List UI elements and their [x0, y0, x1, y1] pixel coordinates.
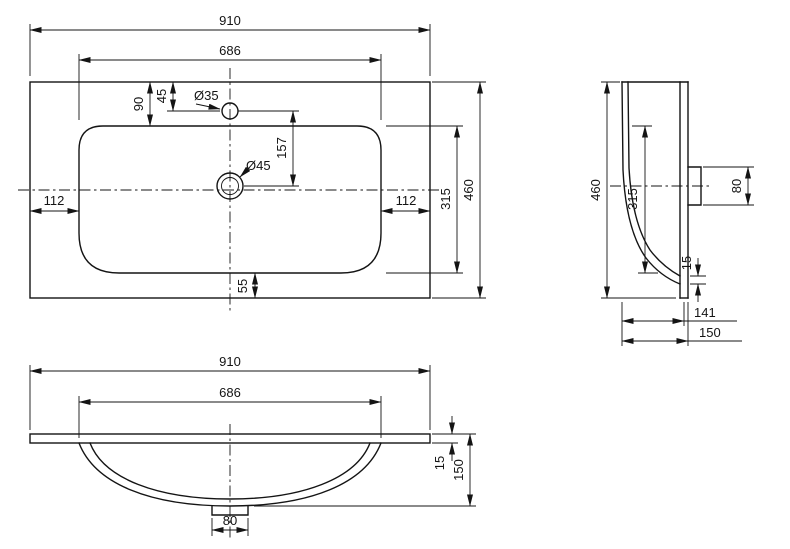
bowl-profile-inner — [627, 81, 681, 277]
faucet-dia-leader — [195, 103, 221, 110]
front-view-dimension-lines — [29, 365, 476, 536]
dim-side-shell-thickness: 15 — [679, 256, 694, 270]
top-view-extension-lines — [29, 24, 486, 299]
dim-side-basin-depth: 315 — [625, 188, 640, 210]
label-faucet-hole-dia: Ø35 — [194, 88, 219, 103]
dim-top-faucet-offset: 45 — [154, 89, 169, 103]
top-view-centerlines — [18, 68, 442, 312]
side-view-extension-lines — [601, 81, 754, 346]
dim-top-width-total: 910 — [219, 13, 241, 28]
dim-front-slab-thickness: 15 — [432, 456, 447, 470]
dim-top-front-offset: 90 — [131, 97, 146, 111]
dim-side-height-total: 150 — [699, 325, 721, 340]
label-drain-hole-dia: Ø45 — [246, 158, 271, 173]
dim-side-drain-box-height: 80 — [729, 179, 744, 193]
dim-top-margin-right: 112 — [396, 193, 417, 208]
dim-top-width-basin: 686 — [219, 43, 241, 58]
dim-top-faucet-to-drain: 157 — [274, 137, 289, 159]
dim-front-width-basin: 686 — [219, 385, 241, 400]
top-view-dimension-lines — [29, 24, 486, 299]
dim-front-width-total: 910 — [219, 354, 241, 369]
dim-front-height-total: 150 — [451, 459, 466, 481]
dim-top-margin-left: 112 — [44, 193, 65, 208]
dim-top-back-offset: 55 — [235, 279, 250, 293]
dim-front-drain-width: 80 — [223, 513, 237, 528]
side-view: 460 315 80 15 141 150 — [588, 81, 754, 346]
dim-top-basin-depth: 315 — [438, 188, 453, 210]
top-view: 910 686 90 45 Ø35 Ø45 157 112 112 315 46… — [18, 13, 486, 312]
dim-top-depth-total: 460 — [461, 179, 476, 201]
side-view-dimension-lines — [601, 81, 754, 346]
dim-side-depth-total: 460 — [588, 179, 603, 201]
dim-side-bowl-depth: 141 — [694, 305, 716, 320]
drain-dia-leader — [239, 166, 251, 178]
front-view: 910 686 15 150 80 — [29, 354, 476, 540]
bowl-inner — [89, 442, 371, 500]
front-view-extension-lines — [29, 365, 476, 536]
basin-outline — [78, 125, 382, 274]
